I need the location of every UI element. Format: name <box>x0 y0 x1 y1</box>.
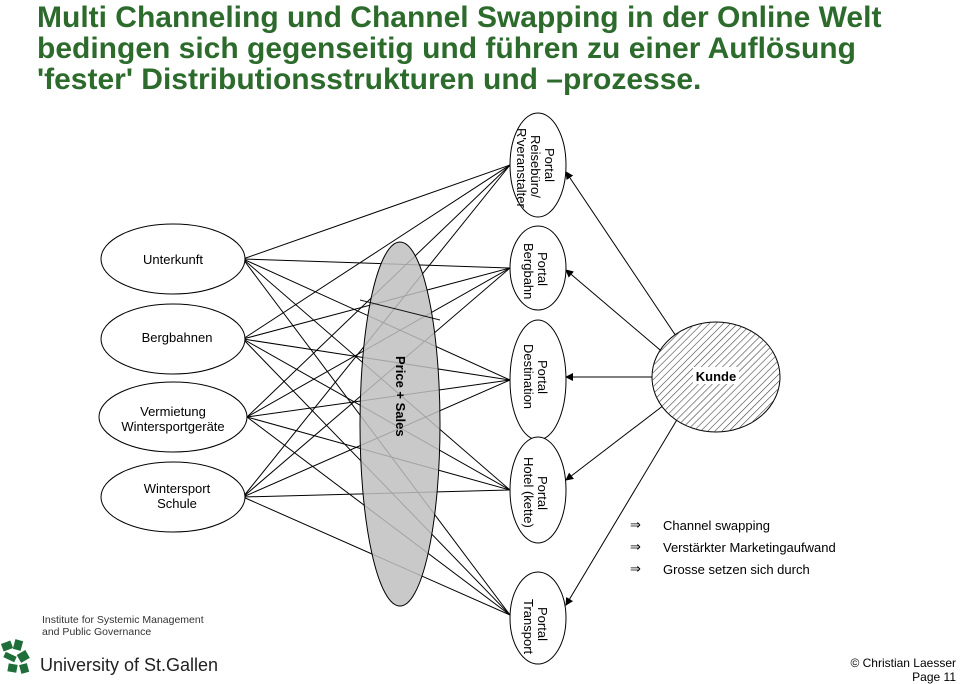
portal-hotel: Portal Hotel (kette) <box>509 436 567 544</box>
portal-bergbahn-label-1: Portal <box>535 252 550 286</box>
portal-bergbahn-label-2: Bergbahn <box>521 243 536 299</box>
portal-bergbahn: Portal Bergbahn <box>509 225 567 311</box>
portal-reisebuero-label-2: Reisebüro/ <box>528 135 543 198</box>
source-unterkunft: Unterkunft <box>100 223 246 295</box>
bullet-item: ⇒ Verstärkter Marketingaufwand <box>630 536 836 558</box>
source-schule-label-2: Schule <box>157 496 197 511</box>
portal-destination: Portal Destination <box>509 319 567 441</box>
source-unterkunft-label: Unterkunft <box>143 252 203 267</box>
source-schule-label-1: Wintersport <box>144 481 211 496</box>
portal-transport: Portal Transport <box>509 571 567 665</box>
portal-reisebuero: Portal Reisebüro/ R'veranstalter <box>509 112 567 218</box>
university-logo-icon <box>0 639 30 674</box>
source-bergbahnen: Bergbahnen <box>100 303 246 375</box>
portal-reisebuero-label-3: R'veranstalter <box>514 128 529 208</box>
bullet-item: ⇒ Channel swapping <box>630 514 836 536</box>
price-sales-ellipse <box>359 241 441 607</box>
institute-name: Institute for Systemic Management and Pu… <box>42 614 204 638</box>
source-vermietung-label-1: Vermietung <box>140 404 206 419</box>
price-sales-label: Price + Sales <box>393 356 408 437</box>
implies-arrow-icon: ⇒ <box>630 517 641 532</box>
portal-transport-label-1: Portal <box>535 607 550 641</box>
portal-hotel-label-2: Hotel (kette) <box>521 457 536 528</box>
source-vermietung: Vermietung Wintersportgeräte <box>98 381 248 453</box>
customer-arrows <box>565 171 681 606</box>
source-schule: Wintersport Schule <box>100 461 246 533</box>
bullet-text: Grosse setzen sich durch <box>663 561 810 577</box>
portal-reisebuero-label-1: Portal <box>542 148 557 182</box>
bullet-text: Verstärkter Marketingaufwand <box>663 539 836 555</box>
customer-label: Kunde <box>696 369 736 384</box>
copyright-text: © Christian Laesser <box>850 656 956 670</box>
portal-hotel-label-1: Portal <box>535 476 550 510</box>
customer-node: Kunde <box>651 321 781 433</box>
university-name: University of St.Gallen <box>40 655 219 675</box>
title-line-1: Multi Channeling und Channel Swapping in… <box>37 1 882 34</box>
implies-arrow-icon: ⇒ <box>630 539 641 554</box>
institute-line-2: and Public Governance <box>42 626 152 638</box>
title-line-3: 'fester' Distributionsstrukturen und –pr… <box>37 63 702 96</box>
copyright-block: © Christian Laesser Page 11 <box>850 656 956 684</box>
portal-transport-label-2: Transport <box>521 599 536 655</box>
bullet-list: ⇒ Channel swapping ⇒ Verstärkter Marketi… <box>630 514 836 580</box>
page-title: Multi Channeling und Channel Swapping in… <box>37 2 937 95</box>
source-vermietung-label-2: Wintersportgeräte <box>121 419 224 434</box>
title-line-2: bedingen sich gegenseitig und führen zu … <box>37 32 856 65</box>
portal-destination-label-2: Destination <box>521 344 536 409</box>
bullet-item: ⇒ Grosse setzen sich durch <box>630 558 836 580</box>
source-bergbahnen-label: Bergbahnen <box>142 330 213 345</box>
portal-destination-label-1: Portal <box>535 360 550 394</box>
implies-arrow-icon: ⇒ <box>630 561 641 576</box>
bullet-text: Channel swapping <box>663 517 770 533</box>
institute-line-1: Institute for Systemic Management <box>42 614 204 626</box>
page-number: Page 11 <box>912 670 956 684</box>
